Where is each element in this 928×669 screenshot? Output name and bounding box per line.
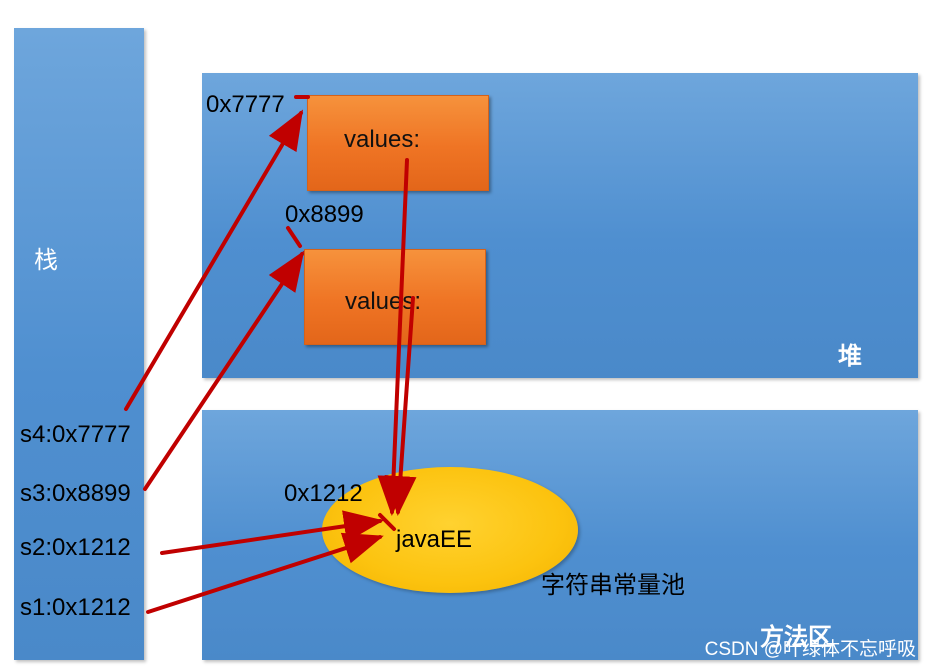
pool-value: javaEE: [396, 526, 473, 553]
heap-object-2-address: 0x8899: [285, 201, 364, 228]
pool-label: 字符串常量池: [541, 572, 685, 599]
heap-object-1-field: values:: [344, 126, 421, 153]
heap-title: 堆: [838, 343, 862, 370]
stack-var-s2: s2:0x1212: [20, 534, 131, 561]
stack-region: [14, 28, 144, 660]
stack-var-s1: s1:0x1212: [20, 594, 131, 621]
stack-var-s3: s3:0x8899: [20, 480, 131, 507]
pool-address: 0x1212: [284, 480, 363, 507]
stack-var-s4: s4:0x7777: [20, 421, 131, 448]
heap-object-1: values:: [307, 95, 489, 191]
csdn-watermark: CSDN @叶绿体不忘呼吸: [704, 639, 916, 660]
stack-title: 栈: [34, 247, 58, 274]
heap-object-1-address: 0x7777: [206, 91, 285, 118]
method-area-title: 方法区: [760, 624, 832, 651]
heap-object-2: values:: [304, 249, 486, 345]
heap-object-2-field: values:: [345, 288, 422, 315]
